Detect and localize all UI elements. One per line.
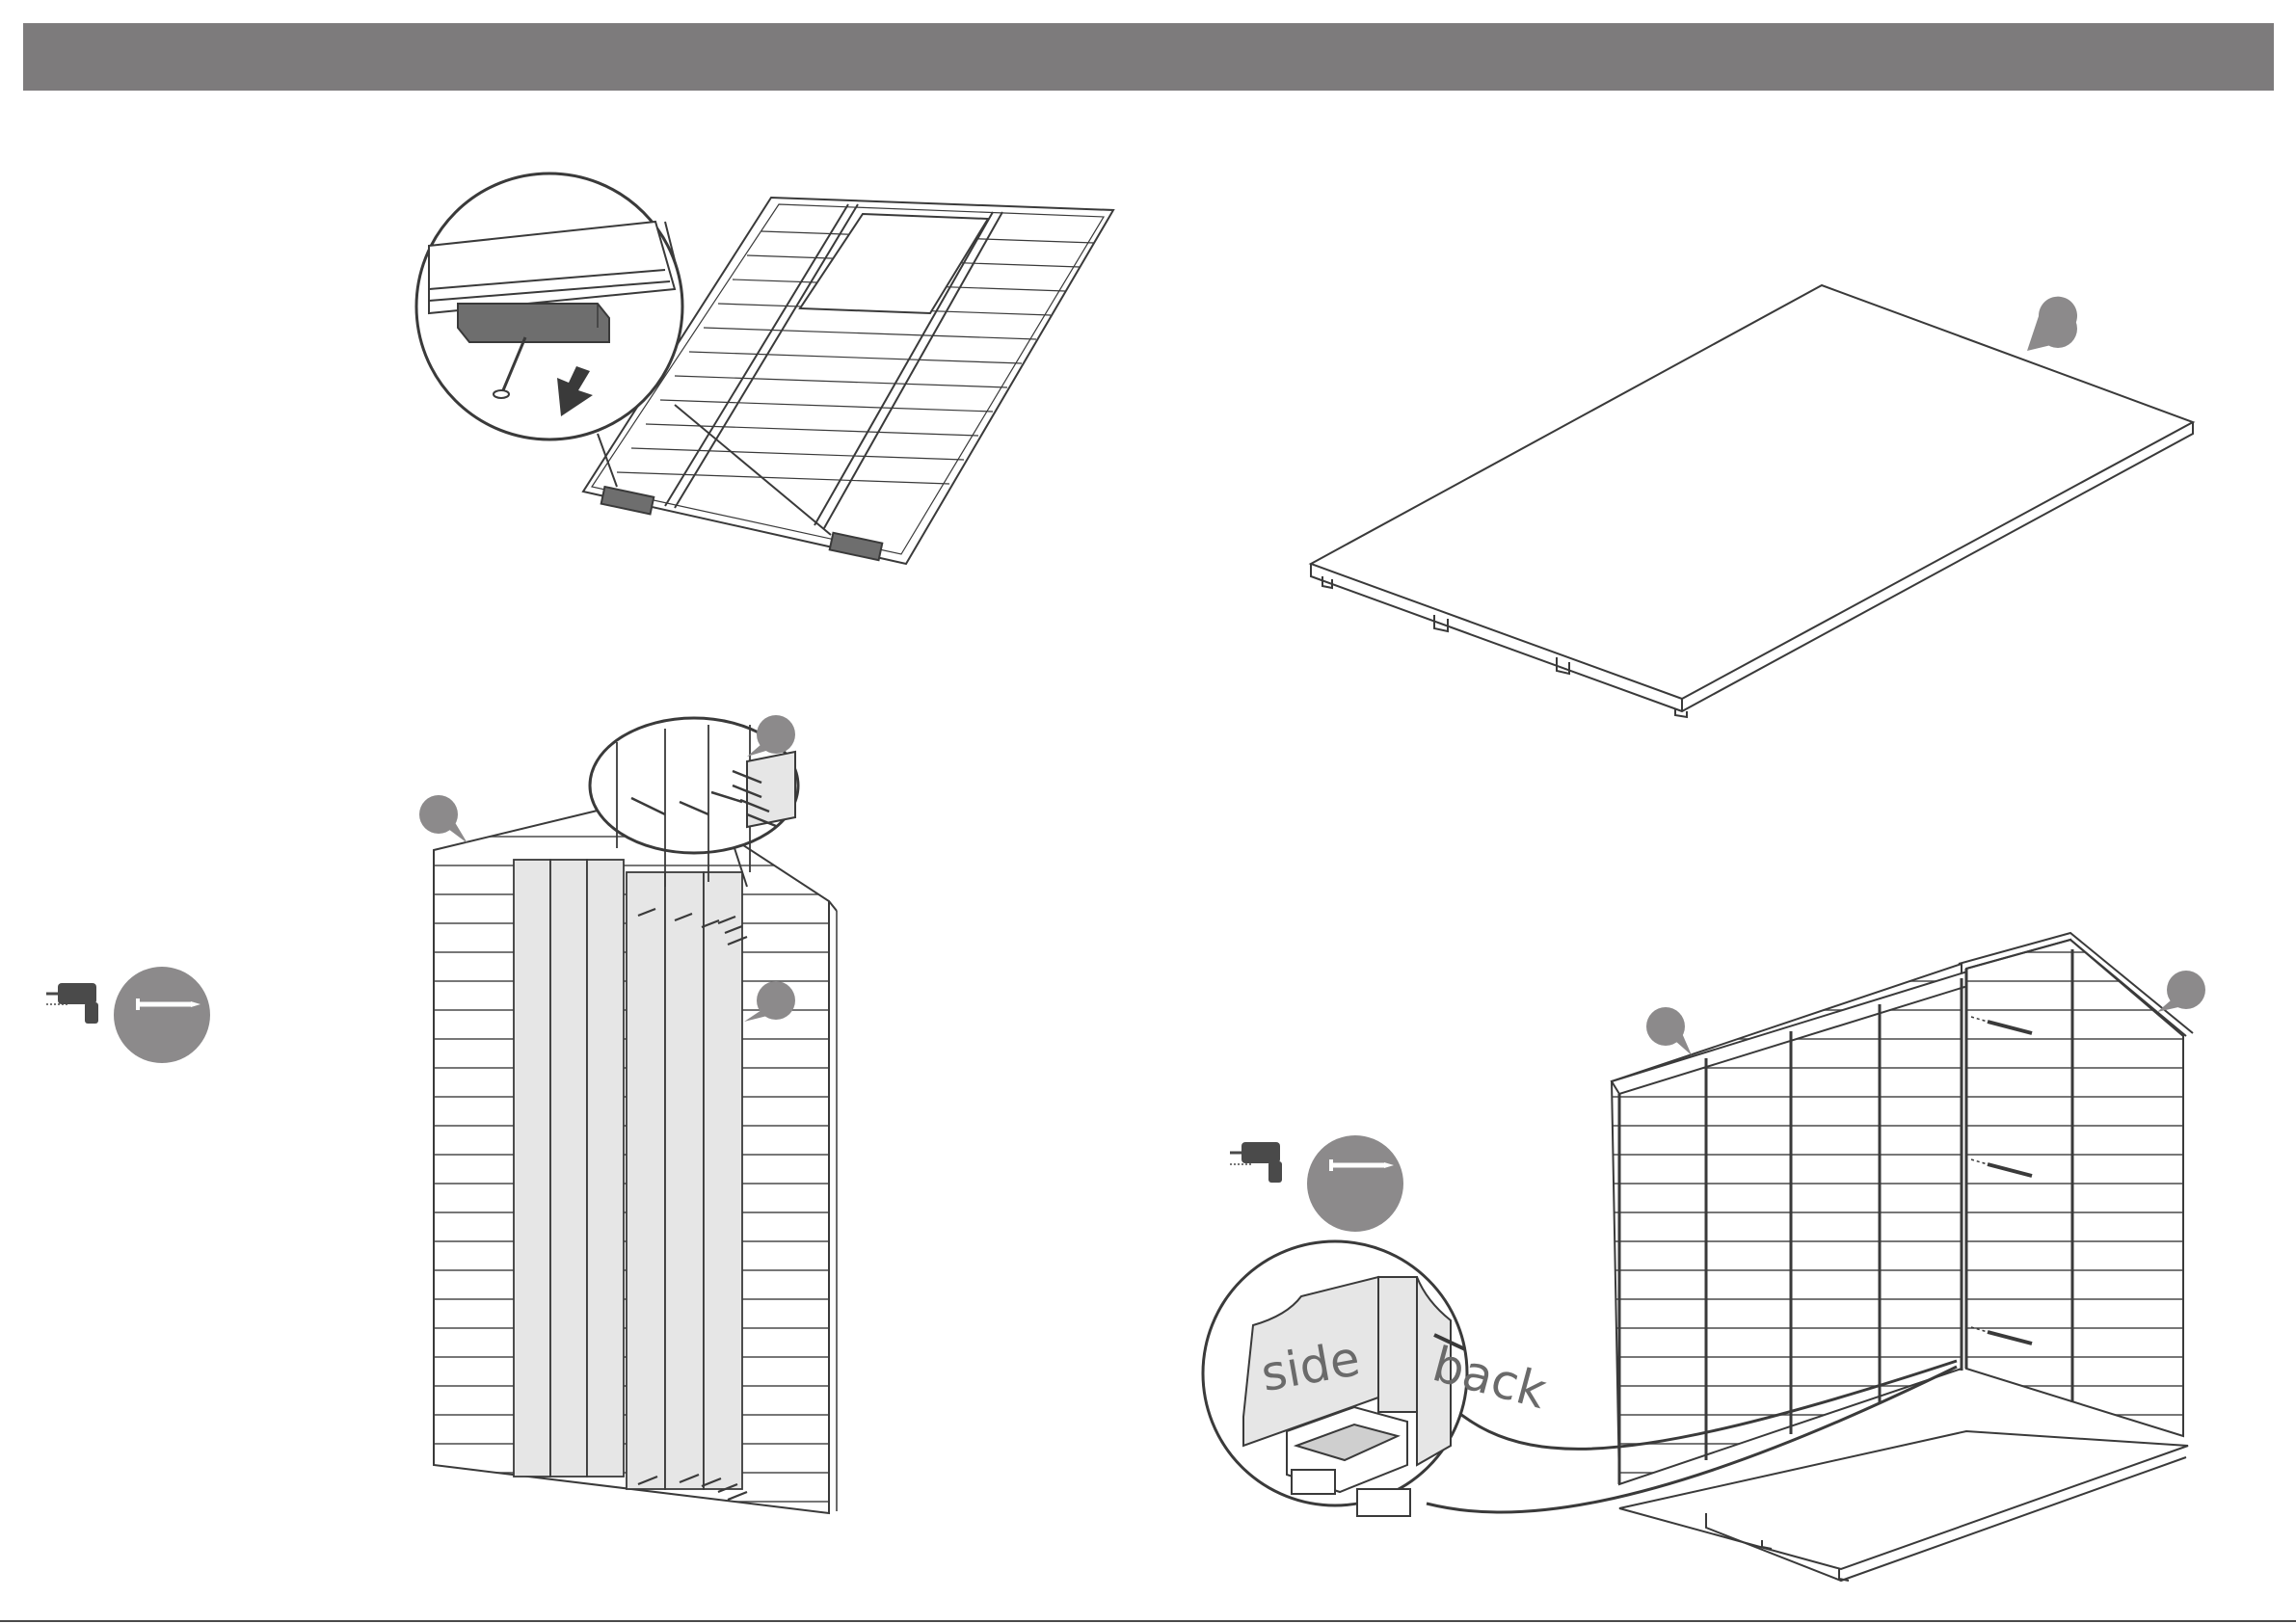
- bottom-divider: [0, 1620, 2296, 1622]
- screw-icon: [114, 967, 210, 1063]
- gable-wall-illustration: [434, 794, 837, 1513]
- drill-icon: [46, 983, 98, 1024]
- back-wall: [1959, 933, 2193, 1436]
- screw-icon: [1307, 1135, 1403, 1232]
- floor-base-illustration: [1311, 285, 2193, 717]
- drill-icon: [1230, 1142, 1282, 1183]
